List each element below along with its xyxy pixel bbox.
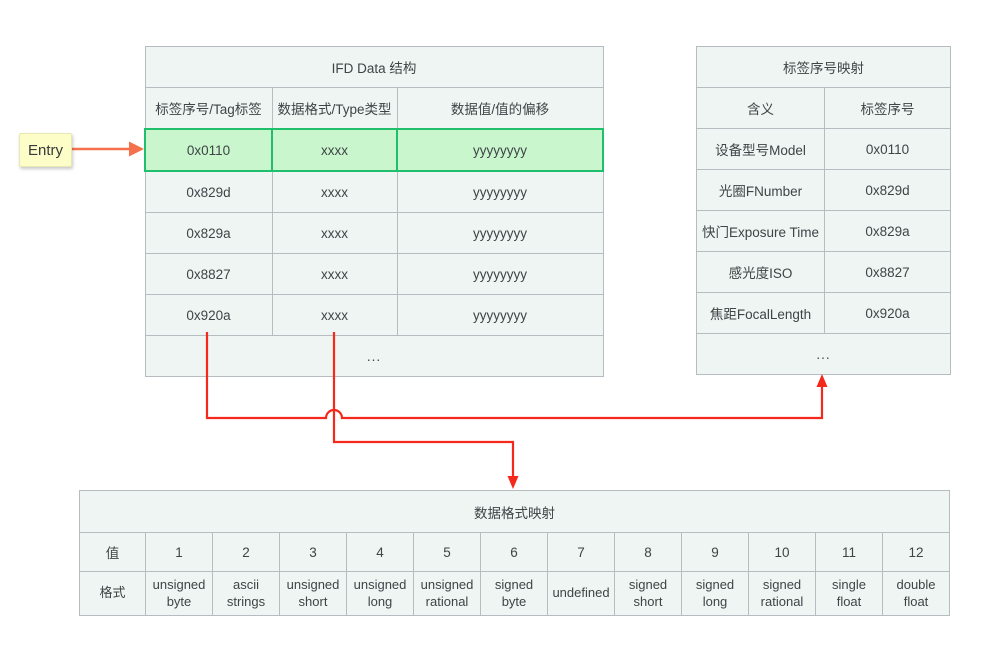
tagmap-cell-tag: 0x829d (824, 169, 951, 211)
tagmap-cell-meaning: 感光度ISO (696, 251, 825, 293)
format-name: signed long (681, 571, 749, 616)
entry-note-label: Entry (27, 141, 63, 159)
format-value: 2 (212, 532, 280, 572)
ifd-ellipsis-row: ... (144, 335, 604, 377)
entry-arrow-head (129, 141, 144, 157)
format-flow-arrowhead-down (507, 476, 519, 489)
tagmap-cell-meaning: 设备型号Model (696, 128, 825, 170)
format-name: unsigned long (346, 571, 414, 616)
ifd-cell-tag: 0x0110 (144, 128, 273, 172)
format-name: unsigned short (279, 571, 347, 616)
ifd-cell-type: xxxx (271, 212, 398, 254)
format-name: ascii strings (212, 571, 280, 616)
tagmap-cell-tag: 0x8827 (824, 251, 951, 293)
format-value: 12 (881, 532, 951, 572)
tagmap-row: 焦距FocalLength 0x920a (696, 292, 951, 334)
ifd-header-tag: 标签序号/Tag标签 (144, 87, 273, 130)
ifd-row-highlighted: 0x0110 xxxx yyyyyyyy (144, 128, 605, 172)
format-value: 8 (614, 532, 682, 572)
tagmap-header-row: 含义 标签序号 (696, 87, 951, 129)
format-table-title: 数据格式映射 (78, 490, 951, 533)
ifd-cell-type: xxxx (271, 253, 398, 295)
ifd-cell-tag: 0x829a (144, 212, 273, 254)
format-value: 9 (681, 532, 749, 572)
ifd-header-row: 标签序号/Tag标签 数据格式/Type类型 数据值/值的偏移 (144, 87, 604, 130)
format-map-table: 数据格式映射 值 1 2 3 4 5 6 7 8 9 10 11 12 格式 u… (78, 490, 951, 616)
tagmap-table-title: 标签序号映射 (696, 46, 951, 88)
format-values-row: 值 1 2 3 4 5 6 7 8 9 10 11 12 (79, 532, 951, 572)
format-value: 6 (480, 532, 548, 572)
tagmap-cell-meaning: 快门Exposure Time (696, 210, 825, 252)
format-name: undefined (547, 571, 615, 616)
format-name: double float (881, 571, 951, 616)
tagmap-header-tag: 标签序号 (824, 87, 951, 129)
format-value: 11 (815, 532, 883, 572)
format-value: 4 (346, 532, 414, 572)
format-value: 5 (413, 532, 481, 572)
format-value: 3 (279, 532, 347, 572)
ifd-cell-value: yyyyyyyy (396, 212, 604, 254)
ifd-cell-tag: 0x8827 (144, 253, 273, 295)
tagmap-cell-meaning: 光圈FNumber (696, 169, 825, 211)
ifd-header-value: 数据值/值的偏移 (396, 87, 604, 130)
tagmap-cell-meaning: 焦距FocalLength (696, 292, 825, 334)
ifd-header-type: 数据格式/Type类型 (271, 87, 398, 130)
tagmap-title-row: 标签序号映射 (696, 46, 951, 88)
ifd-cell-tag: 0x829d (144, 170, 273, 213)
format-names-row: 格式 unsigned byte ascii strings unsigned … (79, 571, 951, 616)
ifd-cell-type: xxxx (271, 170, 398, 213)
ifd-cell-value: yyyyyyyy (396, 170, 604, 213)
format-value-label: 值 (79, 532, 146, 572)
entry-note: Entry (19, 133, 72, 167)
format-name: unsigned rational (413, 571, 481, 616)
tag-flow-arrowhead-up (816, 374, 828, 387)
tagmap-cell-tag: 0x829a (824, 210, 951, 252)
tag-map-table: 标签序号映射 含义 标签序号 设备型号Model 0x0110 光圈FNumbe… (696, 46, 951, 375)
format-name-label: 格式 (79, 571, 146, 616)
format-value: 10 (748, 532, 816, 572)
format-title-row: 数据格式映射 (78, 490, 951, 533)
format-name: signed byte (480, 571, 548, 616)
ifd-cell-type: xxxx (271, 294, 398, 336)
ifd-title-row: IFD Data 结构 (144, 46, 604, 88)
format-name: unsigned byte (145, 571, 213, 616)
tagmap-row: 设备型号Model 0x0110 (696, 128, 951, 170)
tagmap-row: 快门Exposure Time 0x829a (696, 210, 951, 252)
ifd-table-title: IFD Data 结构 (144, 46, 604, 88)
tagmap-cell-tag: 0x0110 (824, 128, 951, 170)
tagmap-row: 光圈FNumber 0x829d (696, 169, 951, 211)
ifd-cell-tag: 0x920a (144, 294, 273, 336)
ifd-row: 0x8827 xxxx yyyyyyyy (144, 253, 604, 295)
format-name: signed rational (748, 571, 816, 616)
format-name: single float (815, 571, 883, 616)
format-value: 1 (145, 532, 213, 572)
ifd-cell-value: yyyyyyyy (396, 253, 604, 295)
tagmap-header-meaning: 含义 (696, 87, 825, 129)
ifd-data-table: IFD Data 结构 标签序号/Tag标签 数据格式/Type类型 数据值/值… (144, 46, 605, 377)
ifd-cell-value: yyyyyyyy (395, 128, 605, 172)
ifd-row: 0x829a xxxx yyyyyyyy (144, 212, 604, 254)
tagmap-ellipsis-row: ... (696, 333, 951, 375)
tagmap-row: 感光度ISO 0x8827 (696, 251, 951, 293)
ifd-cell-value: yyyyyyyy (396, 294, 604, 336)
ifd-row: 0x920a xxxx yyyyyyyy (144, 294, 604, 336)
ifd-cell-type: xxxx (271, 128, 398, 172)
tagmap-ellipsis: ... (696, 333, 951, 375)
ifd-row: 0x829d xxxx yyyyyyyy (144, 170, 604, 213)
format-name: signed short (614, 571, 682, 616)
ifd-ellipsis: ... (144, 335, 604, 377)
format-value: 7 (547, 532, 615, 572)
tagmap-cell-tag: 0x920a (824, 292, 951, 334)
